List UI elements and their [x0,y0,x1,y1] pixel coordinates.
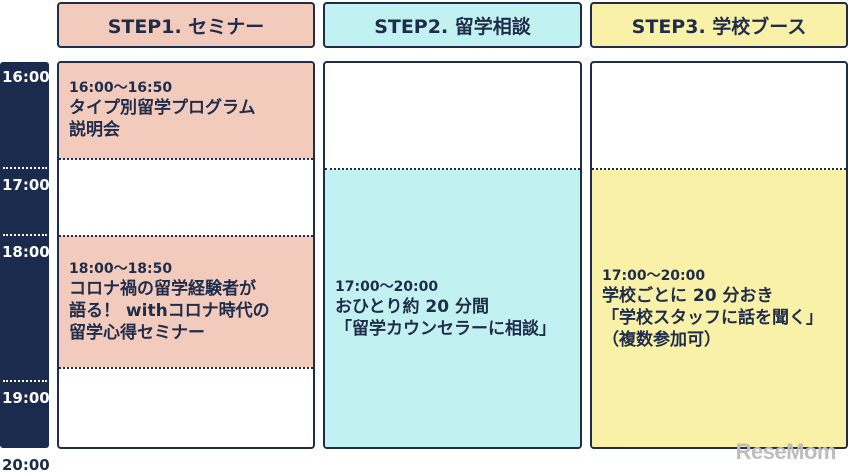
step2-header: STEP2. 留学相談 [323,2,582,48]
step3-header: STEP3. 学校ブース [590,2,848,48]
event-title: 学校ごとに 20 分おき 「学校スタッフに話を聞く」 （複数参加可） [602,286,823,350]
row-divider [59,158,313,160]
event-time: 17:00〜20:00 [602,268,706,284]
counseling-event: 17:00〜20:00 おひとり約 20 分間 「留学カウンセラーに相談」 [325,170,580,447]
time-label-1900: 19:00 [2,389,50,407]
step3-column: 17:00〜20:00 学校ごとに 20 分おき 「学校スタッフに話を聞く」 （… [590,61,848,449]
event-title: おひとり約 20 分間 「留学カウンセラーに相談」 [335,297,556,339]
step2-column: 17:00〜20:00 おひとり約 20 分間 「留学カウンセラーに相談」 [323,61,582,449]
school-booth-event: 17:00〜20:00 学校ごとに 20 分おき 「学校スタッフに話を聞く」 （… [592,170,846,447]
time-divider [3,167,47,169]
time-label-2000: 20:00 [2,456,50,473]
step1-column: 16:00〜16:50 タイプ別留学プログラム 説明会 18:00〜18:50 … [57,61,315,449]
event-time: 17:00〜20:00 [335,279,439,295]
time-divider [3,380,47,382]
time-label-1800: 18:00 [2,243,50,261]
row-divider [325,168,580,170]
time-label-1700: 17:00 [2,176,50,194]
seminar-event-2: 18:00〜18:50 コロナ禍の留学経験者が 語る！ withコロナ時代の 留… [59,236,313,367]
resemom-logo: ReseMom [735,439,837,464]
time-divider [3,234,47,236]
event-title: コロナ禍の留学経験者が 語る！ withコロナ時代の 留学心得セミナー [69,279,270,343]
row-divider [592,168,846,170]
row-divider [59,367,313,369]
time-label-1600: 16:00 [2,68,50,86]
event-title: タイプ別留学プログラム 説明会 [69,98,256,140]
step1-header: STEP1. セミナー [57,2,315,48]
event-time: 16:00〜16:50 [69,80,173,96]
row-divider [59,235,313,237]
event-time: 18:00〜18:50 [69,261,173,277]
time-axis [0,62,49,448]
seminar-event-1: 16:00〜16:50 タイプ別留学プログラム 説明会 [59,63,313,159]
